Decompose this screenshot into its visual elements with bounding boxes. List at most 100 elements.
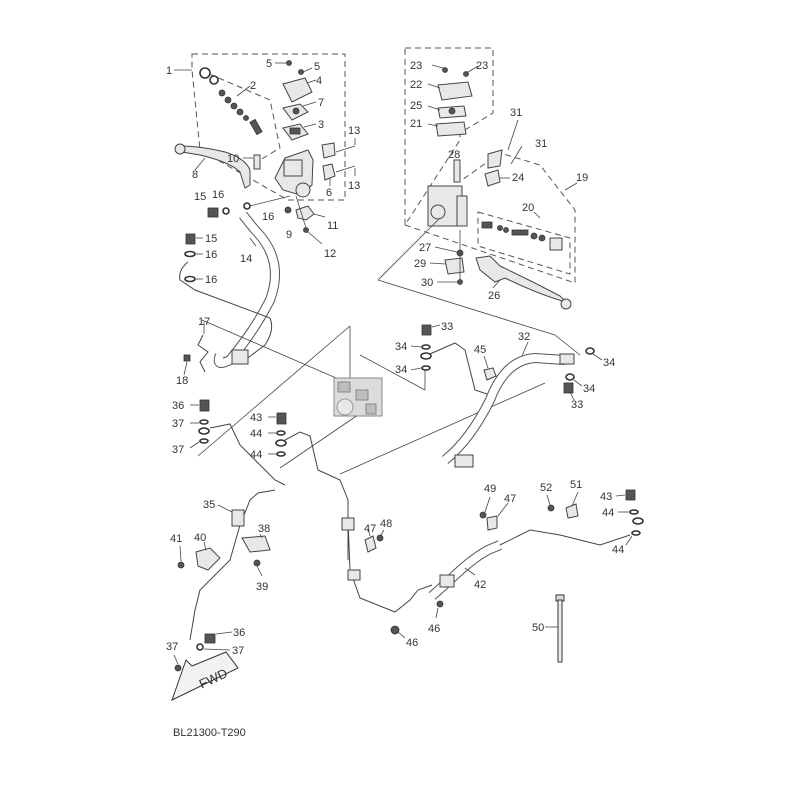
callout-37d: 37 — [232, 645, 244, 657]
callout-35: 35 — [203, 499, 215, 511]
callout-16a: 16 — [212, 189, 224, 201]
callout-25: 25 — [410, 100, 422, 112]
hose-guide — [241, 535, 271, 553]
callout-9: 9 — [286, 229, 292, 241]
callout-34c: 34 — [603, 357, 615, 369]
callout-1: 1 — [166, 65, 172, 77]
diagram-code: BL21300-T290 — [173, 727, 246, 739]
callout-47b: 47 — [504, 493, 516, 505]
screw — [286, 60, 292, 66]
bolt — [547, 504, 555, 512]
callout-4: 4 — [316, 75, 322, 87]
callout-23b: 23 — [476, 60, 488, 72]
clamp — [486, 515, 498, 531]
callout-33a: 33 — [441, 321, 453, 333]
part-callouts: 1 2 3 4 5 5 6 7 8 9 10 11 12 13 13 14 15… — [166, 58, 624, 657]
bolt — [183, 354, 191, 362]
screw — [298, 69, 304, 75]
reservoir-cap — [282, 77, 313, 103]
holder — [487, 149, 503, 169]
callout-45: 45 — [474, 344, 486, 356]
brake-pipe — [209, 423, 286, 486]
hose-holder — [195, 547, 221, 571]
callout-7: 7 — [318, 97, 324, 109]
union-bolt — [204, 633, 216, 644]
callout-44a: 44 — [250, 428, 262, 440]
callout-5b: 5 — [314, 61, 320, 73]
callout-24: 24 — [512, 172, 524, 184]
abs-hydraulic-unit — [333, 377, 383, 417]
pipe-clamp — [483, 367, 497, 381]
callout-29: 29 — [414, 258, 426, 270]
callout-42: 42 — [474, 579, 486, 591]
brake-pipe — [347, 519, 433, 613]
callout-37c: 37 — [166, 641, 178, 653]
callout-16b: 16 — [262, 211, 274, 223]
callout-49: 49 — [484, 483, 496, 495]
brake-pipe — [284, 431, 349, 560]
cable-tie — [555, 594, 565, 663]
forward-direction-arrow: FWD — [171, 651, 239, 701]
callout-23a: 23 — [410, 60, 422, 72]
rear-master-cylinder-group — [404, 47, 578, 310]
bolt — [479, 511, 487, 519]
callout-44b: 44 — [250, 449, 262, 461]
callout-52: 52 — [540, 482, 552, 494]
callout-28: 28 — [448, 149, 460, 161]
callout-8: 8 — [192, 169, 198, 181]
brake-hose-35 — [189, 489, 276, 641]
callout-15b: 15 — [205, 233, 217, 245]
clip — [436, 600, 444, 608]
callout-19: 19 — [576, 172, 588, 184]
callout-31a: 31 — [510, 107, 522, 119]
screw — [442, 67, 448, 73]
callout-13a: 13 — [348, 125, 360, 137]
diaphragm-plate — [435, 121, 467, 137]
pivot-bolt — [253, 154, 261, 170]
piston-kit — [199, 67, 263, 136]
callout-44c: 44 — [602, 507, 614, 519]
callout-39: 39 — [256, 581, 268, 593]
callout-43b: 43 — [600, 491, 612, 503]
callout-30: 30 — [421, 277, 433, 289]
brake-hose-14 — [179, 211, 280, 368]
union-bolt — [563, 382, 574, 394]
callout-50: 50 — [532, 622, 544, 634]
holder — [321, 142, 336, 159]
brake-hose-42 — [428, 529, 631, 600]
union-bolt — [276, 412, 287, 425]
brake-switch — [444, 257, 465, 275]
screw — [463, 71, 469, 77]
hose-clamp — [197, 334, 209, 373]
union-bolt — [625, 489, 636, 501]
callout-16c: 16 — [205, 249, 217, 261]
callout-27: 27 — [419, 242, 431, 254]
callout-22: 22 — [410, 79, 422, 91]
washer — [284, 206, 292, 214]
connector-lines — [197, 217, 581, 475]
callout-46a: 46 — [428, 623, 440, 635]
callout-51: 51 — [570, 479, 582, 491]
brake-lever — [179, 145, 251, 189]
callout-36b: 36 — [233, 627, 245, 639]
callout-3: 3 — [318, 119, 324, 131]
callout-36a: 36 — [172, 400, 184, 412]
callout-37a: 37 — [172, 418, 184, 430]
assembly-outline-1 — [191, 53, 346, 201]
callout-46b: 46 — [406, 637, 418, 649]
callout-20: 20 — [522, 202, 534, 214]
clamp — [565, 503, 579, 519]
callout-11: 11 — [327, 220, 338, 232]
bolt — [253, 559, 261, 567]
bolt — [376, 534, 384, 542]
callout-21: 21 — [410, 118, 422, 130]
callout-37b: 37 — [172, 444, 184, 456]
callout-48: 48 — [380, 518, 392, 530]
callout-14: 14 — [240, 253, 252, 265]
assembly-outline-2 — [199, 69, 281, 161]
bolt — [177, 561, 185, 569]
reservoir-cap — [437, 81, 473, 101]
screw — [303, 227, 309, 233]
callout-15a: 15 — [194, 191, 206, 203]
